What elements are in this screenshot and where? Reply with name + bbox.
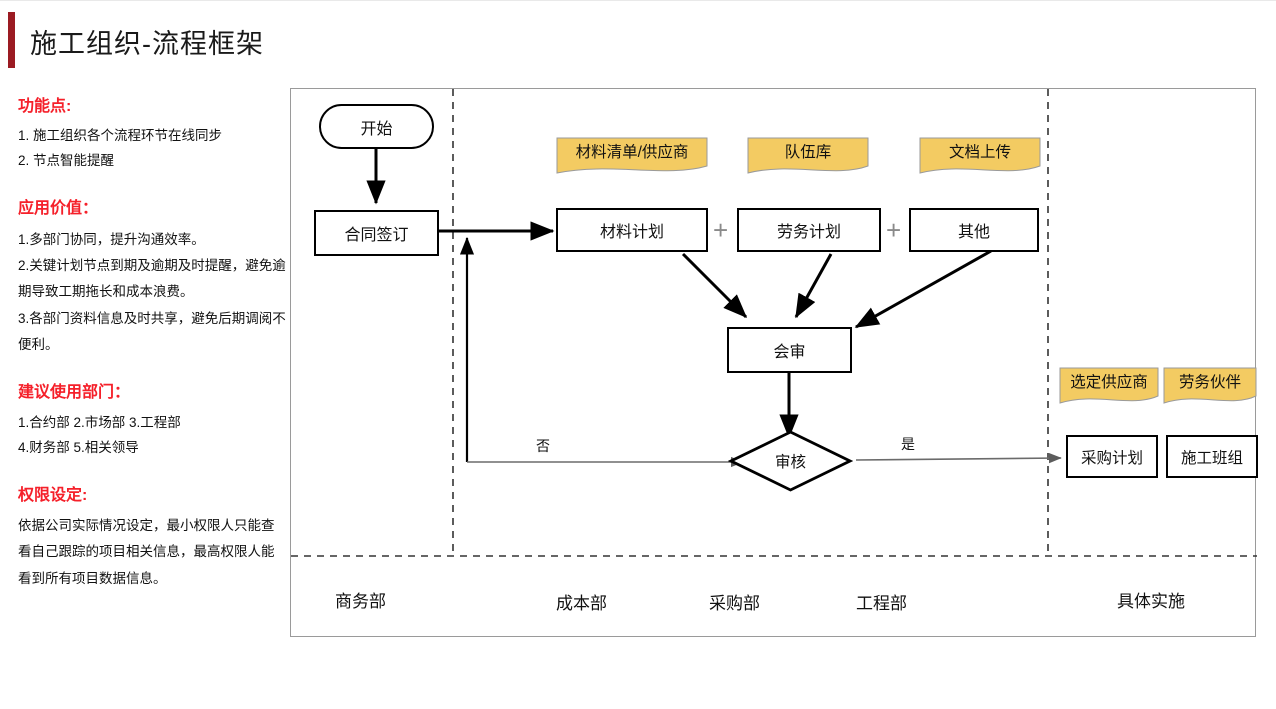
node-approval[interactable]: 审核	[728, 430, 853, 492]
diamond-shape	[728, 430, 853, 492]
edge-label-no: 否	[536, 438, 550, 454]
lane-label-implementation: 具体实施	[1117, 592, 1185, 611]
lane-label-cost: 成本部	[556, 594, 607, 613]
info-heading: 功能点:	[18, 98, 72, 115]
node-labor-plan[interactable]: 劳务计划	[737, 208, 881, 252]
node-purchase-plan[interactable]: 采购计划	[1066, 435, 1158, 478]
note-label: 选定供应商	[1070, 374, 1148, 392]
info-line: 2. 节点智能提醒	[18, 153, 115, 169]
info-section-permissions: 权限设定: 依据公司实际情况设定，最小权限人只能查看自己跟踪的项目相关信息，最高…	[18, 485, 286, 592]
info-panel: 功能点: 1. 施工组织各个流程环节在线同步 2. 节点智能提醒 应用价值： 1…	[18, 96, 286, 592]
node-other[interactable]: 其他	[909, 208, 1039, 252]
info-section-features: 功能点: 1. 施工组织各个流程环节在线同步 2. 节点智能提醒	[18, 96, 286, 174]
note-doc-upload[interactable]: 文档上传	[919, 137, 1041, 177]
note-team-library[interactable]: 队伍库	[747, 137, 869, 177]
note-label: 材料清单/供应商	[575, 144, 689, 162]
info-section-value: 应用价值： 1.多部门协同，提升沟通效率。 2.关键计划节点到期及逾期及时提醒，…	[18, 198, 286, 358]
info-line: 1.多部门协同，提升沟通效率。	[18, 231, 205, 247]
info-line: 4.财务部 5.相关领导	[18, 439, 139, 455]
info-heading: 建议使用部门：	[18, 384, 131, 402]
top-divider	[0, 0, 1276, 1]
node-approval-label: 审核	[774, 454, 806, 471]
lane-label-engineering: 工程部	[856, 594, 907, 613]
info-heading: 权限设定:	[18, 486, 88, 504]
note-label: 劳务伙伴	[1178, 374, 1241, 392]
info-line: 1. 施工组织各个流程环节在线同步	[18, 128, 223, 144]
lane-label-business: 商务部	[335, 592, 386, 611]
note-material-list[interactable]: 材料清单/供应商	[556, 137, 708, 177]
info-line: 依据公司实际情况设定，最小权限人只能查看自己跟踪的项目相关信息，最高权限人能看到…	[18, 518, 275, 586]
sticky-note-shape	[556, 137, 708, 174]
info-line: 2.关键计划节点到期及逾期及时提醒，避免逾期导致工期拖长和成本浪费。	[18, 258, 286, 300]
node-material-plan[interactable]: 材料计划	[556, 208, 708, 252]
note-labor-partner[interactable]: 劳务伙伴	[1163, 367, 1257, 407]
info-line: 1.合约部 2.市场部 3.工程部	[18, 414, 181, 430]
info-section-departments: 建议使用部门： 1.合约部 2.市场部 3.工程部 4.财务部 5.相关领导	[18, 382, 286, 460]
flow-diagram-frame: 开始 合同签订 材料计划 劳务计划 其他 会审 审核 采购计划 施工班组 材料清…	[290, 88, 1258, 637]
sticky-note-shape	[919, 137, 1041, 174]
sticky-note-shape	[747, 137, 869, 174]
lane-label-purchasing: 采购部	[709, 594, 760, 613]
page-title: 施工组织-流程框架	[30, 29, 264, 59]
info-line: 3.各部门资料信息及时共享，避免后期调阅不便利。	[18, 310, 286, 352]
note-selected-supplier[interactable]: 选定供应商	[1059, 367, 1159, 407]
sticky-note-shape	[1059, 367, 1159, 404]
node-start[interactable]: 开始	[319, 104, 434, 149]
note-label: 文档上传	[948, 144, 1011, 162]
node-contract[interactable]: 合同签订	[314, 210, 439, 256]
info-heading: 应用价值：	[18, 200, 99, 218]
node-joint-review[interactable]: 会审	[727, 327, 852, 373]
note-label: 队伍库	[784, 144, 832, 162]
sticky-note-shape	[1163, 367, 1257, 404]
edge-label-yes: 是	[901, 436, 915, 452]
plus-operator-2: +	[886, 215, 902, 245]
title-accent-bar	[8, 12, 15, 68]
node-construction-team[interactable]: 施工班组	[1166, 435, 1258, 478]
plus-operator-1: +	[713, 215, 729, 245]
